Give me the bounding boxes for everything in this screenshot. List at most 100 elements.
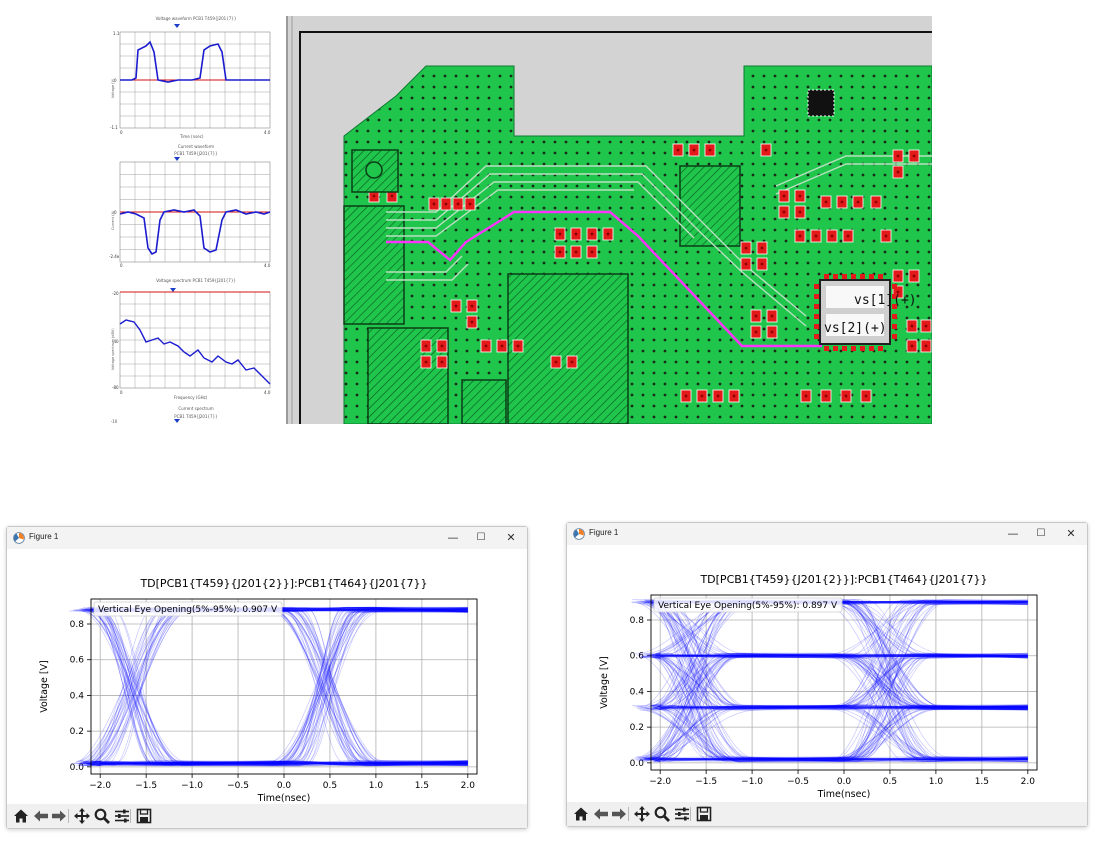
toolbar-separator (130, 809, 131, 823)
scope3-xlabel: Frequency (GHz) (174, 395, 208, 400)
home-tool-button[interactable] (572, 805, 590, 823)
zoom-tool-button[interactable] (653, 805, 671, 823)
scope3-title: Voltage spectrum PCB1 T459{J201{7}} (156, 278, 236, 283)
eye-opening-annotation: Vertical Eye Opening(5%-95%): 0.897 V (658, 601, 838, 611)
ic-label-vs2: vs[2](+) (824, 321, 887, 336)
configure-tool-button[interactable] (113, 807, 131, 825)
scope4-marker-icon[interactable] (174, 419, 180, 423)
scope2-plot: 0 -2.4e 0 4.0 Current (A) (109, 161, 271, 268)
scope4-title: PCB1 T459{J201{7}} (174, 414, 218, 419)
scope1-ylabel: Voltage (V) (111, 78, 115, 98)
back-tool-button[interactable] (592, 805, 610, 823)
x-axis-label: Time(nsec) (257, 793, 311, 804)
matplotlib-app-icon (573, 528, 585, 540)
scope2-ytick-bottom: -2.4e (109, 254, 120, 259)
maximize-button[interactable]: ☐ (476, 532, 486, 543)
x-tick-label: −0.5 (787, 777, 809, 787)
y-axis-label: Voltage [V] (39, 660, 50, 713)
titlebar[interactable]: Figure 1 — ☐ ✕ (7, 527, 527, 549)
home-tool-button[interactable] (12, 807, 30, 825)
scope1-ytick-bottom: -1.1 (110, 125, 118, 130)
scope1-xtick-start: 0 (120, 130, 123, 135)
x-tick-label: 1.0 (369, 781, 384, 791)
forward-tool-button[interactable] (50, 807, 68, 825)
scope3-plot: -20 -40 -80 0 4.0 Frequency (GHz) Voltag… (111, 291, 271, 400)
home-icon (14, 809, 28, 823)
scope3-ytick-top: -20 (112, 291, 119, 296)
forward-icon (612, 808, 626, 820)
scope1-title: Voltage waveform PCB1 T459{J201{7}} (155, 16, 237, 21)
maximize-button[interactable]: ☐ (1036, 528, 1046, 539)
zoom-icon (94, 808, 110, 824)
pan-tool-button[interactable] (633, 805, 651, 823)
y-tick-label: 0.2 (70, 727, 84, 737)
pcb-layout-view[interactable]: vs[1](+) vs[2](+) (286, 16, 932, 424)
x-tick-label: 1.0 (929, 777, 944, 787)
zoom-icon (654, 806, 670, 822)
minimize-button[interactable]: — (1007, 527, 1019, 540)
scope1-marker-icon[interactable] (174, 24, 180, 28)
axes-frame (650, 594, 1038, 771)
zoom-tool-button[interactable] (93, 807, 111, 825)
matplotlib-app-icon (13, 532, 25, 544)
scope2-ytick-mid: 0 (114, 210, 117, 215)
figure-window-right[interactable]: Figure 1 — ☐ ✕ TD[PCB1{T459}{J201{2}}]:P… (566, 522, 1088, 827)
minimize-button[interactable]: — (447, 531, 459, 544)
pan-tool-button[interactable] (73, 807, 91, 825)
back-tool-button[interactable] (32, 807, 50, 825)
figure-window-left[interactable]: Figure 1 — ☐ ✕ TD[PCB1{T459}{J201{2}}]:P… (6, 526, 528, 829)
save-tool-button[interactable] (135, 807, 153, 825)
titlebar[interactable]: Figure 1 — ☐ ✕ (567, 523, 1087, 545)
scope2-marker-icon[interactable] (174, 157, 180, 161)
x-tick-label: −1.5 (695, 777, 717, 787)
matplotlib-toolbar (7, 804, 527, 828)
toolbar-separator (68, 809, 69, 823)
y-tick-label: 0.0 (70, 763, 85, 773)
eye-diagram-plot[interactable]: TD[PCB1{T459}{J201{2}}]:PCB1{T464}{J201{… (567, 545, 1087, 802)
close-button[interactable]: ✕ (1066, 527, 1076, 540)
scope1-ytick-mid: 0 (114, 78, 117, 83)
eye-diagram-plot[interactable]: TD[PCB1{T459}{J201{2}}]:PCB1{T464}{J201{… (7, 549, 527, 804)
close-button[interactable]: ✕ (506, 531, 516, 544)
configure-icon (115, 809, 129, 823)
x-tick-label: 1.5 (975, 777, 989, 787)
x-tick-label: 0.0 (837, 777, 852, 787)
back-icon (594, 808, 608, 820)
y-tick-label: 0.0 (630, 759, 645, 769)
x-axis-label: Time(nsec) (817, 789, 871, 800)
pcb-canvas: vs[1](+) vs[2](+) (299, 31, 932, 424)
scope3-xtick-start: 0 (120, 390, 123, 395)
chart-title: TD[PCB1{T459}{J201{2}}]:PCB1{T464}{J201{… (699, 573, 987, 586)
toolbar-separator (690, 807, 691, 821)
y-tick-label: 0.6 (630, 652, 645, 662)
x-tick-label: −1.0 (741, 777, 763, 787)
configure-icon (675, 807, 689, 821)
scope2-title: PCB1 T459{J201{7}} (174, 151, 218, 156)
matplotlib-toolbar (567, 802, 1087, 826)
save-icon (136, 808, 152, 824)
splitter-edge (291, 16, 293, 424)
pan-icon (634, 806, 650, 822)
scope1-ytick-top: 1.1 (113, 31, 120, 36)
forward-icon (52, 810, 66, 822)
y-tick-label: 0.2 (630, 723, 644, 733)
save-icon (696, 806, 712, 822)
configure-tool-button[interactable] (673, 805, 691, 823)
eye-opening-annotation: Vertical Eye Opening(5%-95%): 0.907 V (98, 605, 278, 615)
scope3-marker-icon[interactable] (170, 288, 176, 292)
forward-tool-button[interactable] (610, 805, 628, 823)
x-tick-label: −1.5 (135, 781, 157, 791)
y-tick-label: 0.8 (70, 620, 85, 630)
scope1-plot: 1.1 0 -1.1 0 4.0 Time (nsec) Voltage (V) (110, 31, 271, 139)
x-tick-label: −1.0 (181, 781, 203, 791)
ic-label-vs1: vs[1](+) (854, 293, 917, 308)
y-tick-label: 0.4 (70, 691, 85, 701)
chart-title: TD[PCB1{T459}{J201{2}}]:PCB1{T464}{J201{… (139, 577, 427, 590)
scope3-ylabel: Voltage spectrum (dBV) (111, 328, 115, 370)
waveform-scope-panel: Voltage waveform PCB1 T459{J201{7}} 1.1 … (108, 16, 284, 426)
scope4-ytick: -10 (110, 419, 118, 424)
home-icon (574, 807, 588, 821)
splitter-handle[interactable] (286, 16, 288, 424)
x-tick-label: 0.0 (277, 781, 292, 791)
save-tool-button[interactable] (695, 805, 713, 823)
